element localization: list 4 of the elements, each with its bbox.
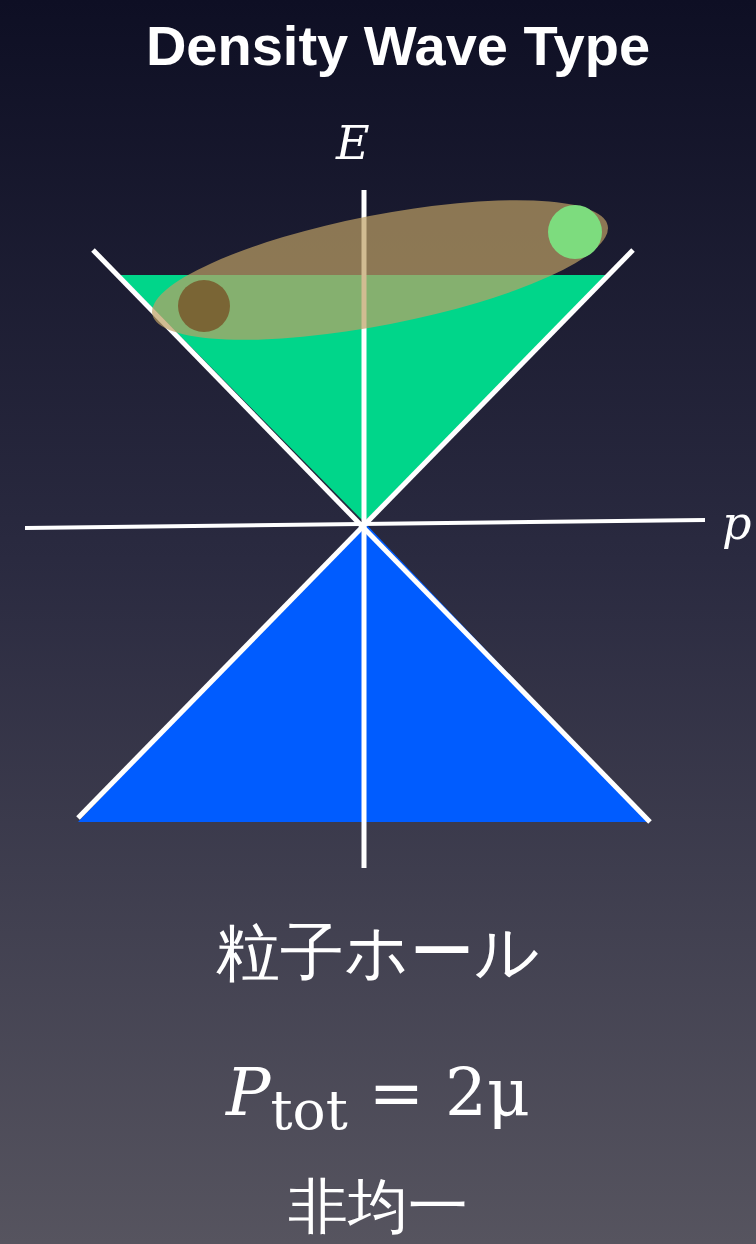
caption-text: 非均一: [287, 1176, 469, 1236]
axis-label: E: [336, 120, 370, 166]
formula: P$_{tot}$ = 2μ: [224, 1060, 531, 1139]
caption-text: 粒子ホール: [215, 920, 541, 984]
